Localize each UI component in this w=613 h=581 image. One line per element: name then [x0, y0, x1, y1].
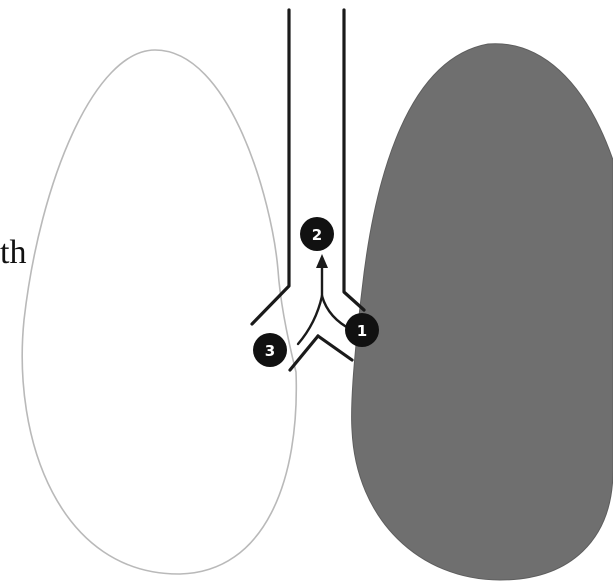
airflow-arrowhead — [316, 254, 328, 268]
marker-1-label: 1 — [357, 322, 367, 340]
marker-2: 2 — [300, 217, 334, 251]
marker-3: 3 — [253, 333, 287, 367]
trachea-right-wall — [344, 10, 364, 310]
left-bronchus-lower-edge — [290, 336, 318, 370]
marker-3-label: 3 — [265, 342, 275, 360]
marker-2-label: 2 — [312, 226, 322, 244]
right-lung — [352, 44, 613, 580]
right-bronchus-lower-edge — [318, 336, 352, 360]
marker-1: 1 — [345, 313, 379, 347]
left-lung — [22, 50, 296, 574]
